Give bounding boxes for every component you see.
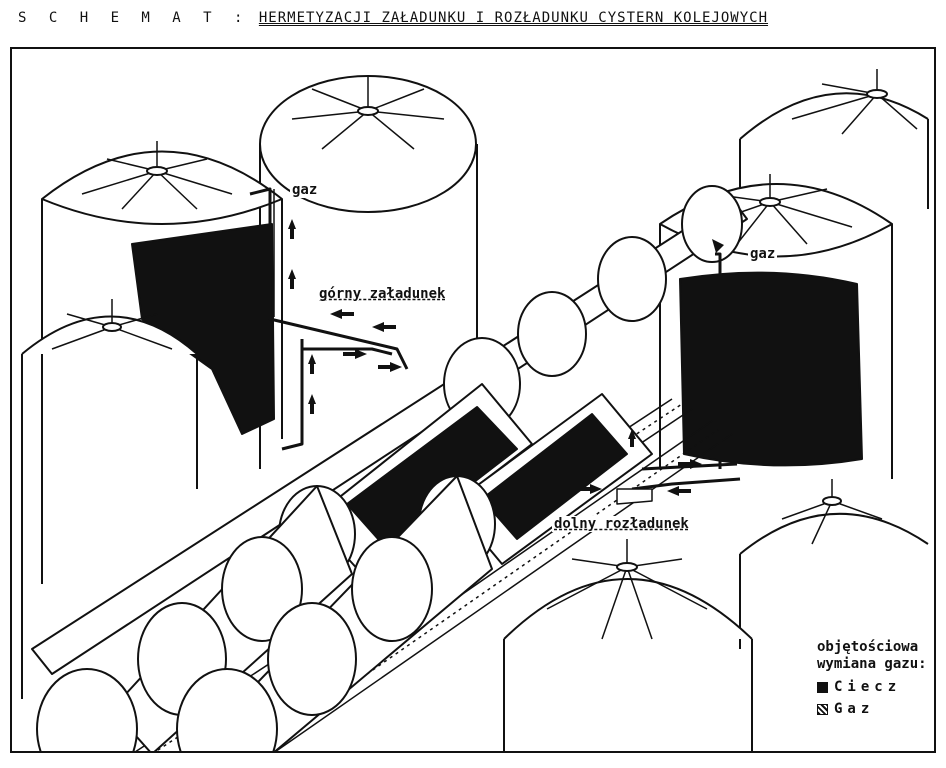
tank-wagon-train-front <box>176 393 653 751</box>
liquid-swatch-icon <box>817 681 828 693</box>
storage-tank-left <box>41 141 283 584</box>
schematic-drawing <box>21 69 929 751</box>
liquid-fill-right-tank <box>679 271 863 467</box>
legend-gas-label: Gaz <box>834 701 875 717</box>
legend-item-gas: Gaz <box>817 701 934 717</box>
legend: objętościowa wymiana gazu: Ciecz Gaz <box>817 639 934 717</box>
storage-tank-far-left <box>21 299 198 699</box>
storage-tank-bottom-right <box>739 479 929 649</box>
title-subject: HERMETYZACJI ZAŁADUNKU I ROZŁADUNKU CYST… <box>258 10 769 26</box>
label-gas-left: gaz <box>290 182 320 198</box>
liquid-fill-wagon-front <box>481 413 628 540</box>
storage-tank-bottom-center <box>503 539 753 751</box>
top-loading-pipeline <box>249 187 409 451</box>
diagram-frame: gaz gaz górny załadunek dolny rozładunek… <box>10 47 936 753</box>
diagram-title: S C H E M A T : HERMETYZACJI ZAŁADUNKU I… <box>18 10 768 26</box>
tank-wagon-train-back <box>31 185 748 751</box>
title-prefix: S C H E M A T : <box>18 10 250 26</box>
liquid-fill-wagon-middle <box>346 406 518 550</box>
legend-title-line2: wymiana gazu: <box>817 656 927 672</box>
bottom-unloading-pipeline <box>616 252 741 505</box>
gas-swatch-icon <box>817 703 828 715</box>
label-gas-right: gaz <box>748 246 778 262</box>
legend-title-line1: objętościowa <box>817 639 919 655</box>
legend-liquid-label: Ciecz <box>834 679 902 695</box>
label-bottom-unloading: dolny rozładunek <box>552 516 691 532</box>
legend-item-liquid: Ciecz <box>817 679 934 695</box>
label-top-loading: górny załadunek <box>317 286 448 302</box>
gas-flow-arrows-bottom <box>578 239 724 496</box>
gas-flow-arrows-top <box>288 219 402 414</box>
storage-tank-back-center <box>259 75 478 479</box>
